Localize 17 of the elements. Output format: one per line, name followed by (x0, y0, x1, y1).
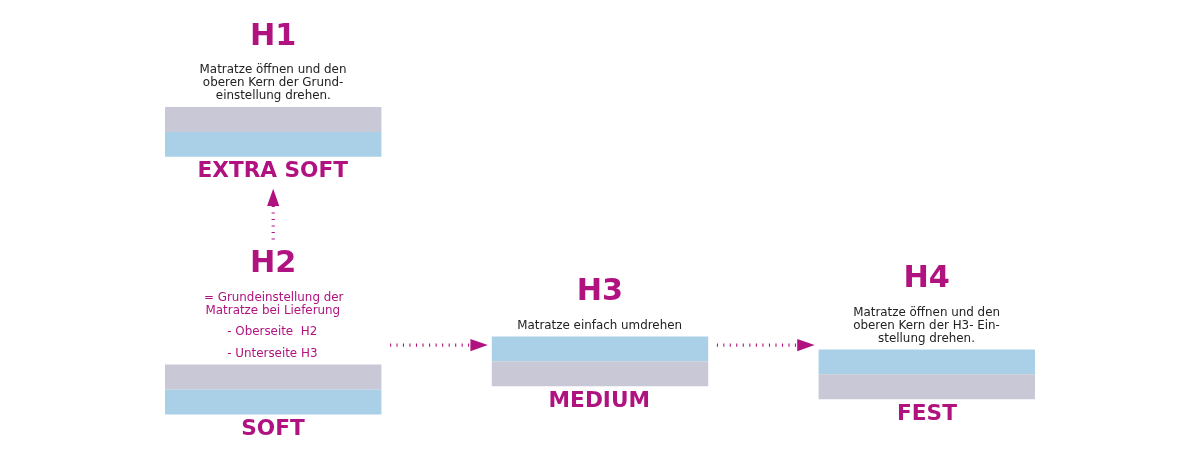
node-label: H4 (903, 259, 950, 295)
arrow (716, 339, 815, 352)
node-label: Matratze öffnen und den oberen Kern der Grund- einstellung drehen. (199, 62, 347, 103)
arrow (267, 188, 280, 240)
node-label: Matratze öffnen und den oberen Kern der H3- Ein- stellung drehen. (853, 304, 1001, 345)
node-label: FEST (897, 399, 957, 425)
node-label: H2 (249, 243, 297, 279)
node-label: SOFT (241, 414, 305, 440)
node-label: H3 (576, 272, 624, 308)
node-label: Matratze einfach umdrehen (517, 317, 683, 332)
node-label: EXTRA SOFT (197, 157, 349, 183)
node-label: - Oberseite H2 (227, 324, 318, 339)
node-label: H1 (249, 16, 297, 52)
arrow (390, 339, 488, 352)
node-label: - Unterseite H3 (227, 345, 318, 360)
node-label: MEDIUM (548, 386, 650, 412)
node-label: = Grundeinstellung der Matratze bei Lieferung (203, 289, 344, 317)
